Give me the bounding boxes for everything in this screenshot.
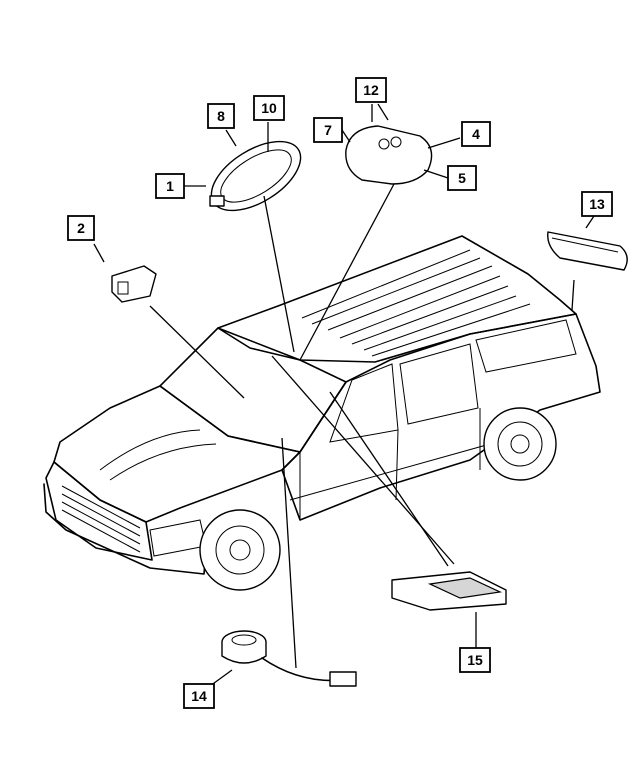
vehicle-illustration	[43, 235, 601, 591]
callout-1: 1	[155, 173, 185, 199]
callout-label-4: 4	[472, 126, 480, 142]
dome-lamp-part	[209, 140, 302, 212]
callout-label-7: 7	[324, 122, 332, 138]
leader-lines	[93, 103, 595, 687]
cargo-lamp-part	[547, 231, 628, 271]
callout-4: 4	[461, 121, 491, 147]
rear-wheel	[483, 407, 557, 481]
map-lamp-part	[345, 125, 433, 185]
callout-label-12: 12	[363, 82, 379, 98]
callout-2: 2	[67, 215, 95, 241]
callout-7: 7	[313, 117, 343, 143]
callout-label-2: 2	[77, 220, 85, 236]
callout-label-5: 5	[458, 170, 466, 186]
callout-label-15: 15	[467, 652, 483, 668]
callout-14: 14	[183, 683, 215, 709]
courtesy-lamp-part	[391, 571, 507, 611]
callout-label-8: 8	[217, 108, 225, 124]
callout-label-10: 10	[261, 100, 277, 116]
callout-label-14: 14	[191, 688, 207, 704]
callout-12: 12	[355, 77, 387, 103]
callout-13: 13	[581, 191, 613, 217]
sensor-part	[221, 630, 357, 687]
callout-label-1: 1	[166, 178, 174, 194]
callout-5: 5	[447, 165, 477, 191]
callout-8: 8	[207, 103, 235, 129]
callout-10: 10	[253, 95, 285, 121]
callout-label-13: 13	[589, 196, 605, 212]
front-wheel	[199, 509, 281, 591]
callout-15: 15	[459, 647, 491, 673]
switch-part	[111, 265, 157, 303]
